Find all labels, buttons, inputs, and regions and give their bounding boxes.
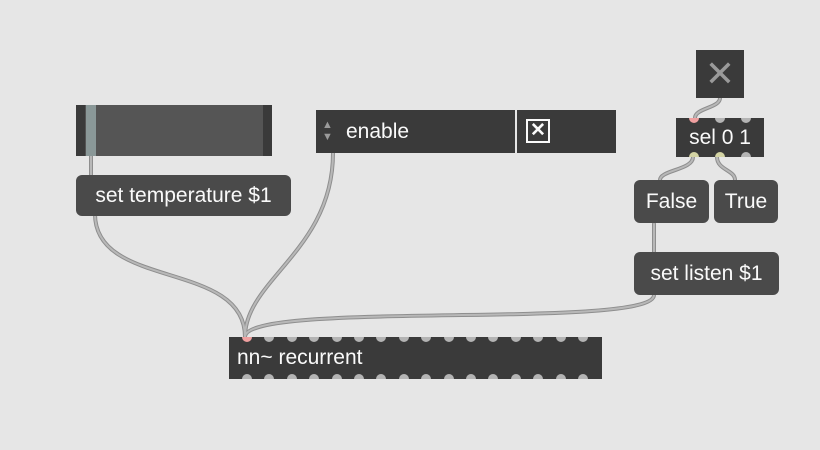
slider-knob[interactable] bbox=[86, 105, 96, 156]
nn-outlet-14[interactable] bbox=[533, 374, 544, 379]
sel-outlet-2[interactable] bbox=[715, 152, 725, 157]
temperature-slider[interactable] bbox=[76, 105, 272, 156]
nn-inlet-14[interactable] bbox=[533, 337, 544, 342]
nn-inlet-6[interactable] bbox=[354, 337, 364, 342]
nn-inlet-1[interactable] bbox=[242, 337, 252, 342]
close-x-icon: ✕ bbox=[704, 53, 736, 94]
message-true-label: True bbox=[724, 189, 768, 213]
nn-outlet-8[interactable] bbox=[398, 374, 409, 379]
nn-inlet-2[interactable] bbox=[264, 337, 275, 342]
nn-inlet-7[interactable] bbox=[376, 337, 387, 342]
enable-menu[interactable]: ▲▼ enable bbox=[316, 110, 515, 153]
nn-outlet-10[interactable] bbox=[443, 374, 454, 379]
cord-sel-to-false bbox=[658, 155, 695, 182]
message-false[interactable]: False bbox=[634, 180, 709, 223]
nn-inlet-16[interactable] bbox=[578, 337, 588, 342]
nn-inlet-11[interactable] bbox=[466, 337, 476, 342]
message-set-listen-label: set listen $1 bbox=[650, 261, 763, 285]
sel-inlet-middle[interactable] bbox=[715, 118, 725, 123]
sel-inlet-left[interactable] bbox=[689, 118, 699, 123]
nn-inlet-15[interactable] bbox=[555, 337, 566, 342]
nn-inlet-4[interactable] bbox=[309, 337, 320, 342]
nn-outlet-5[interactable] bbox=[331, 374, 342, 379]
nn-inlet-12[interactable] bbox=[488, 337, 499, 342]
enable-toggle[interactable]: ✕ bbox=[517, 110, 616, 153]
nn-outlet-16[interactable] bbox=[578, 374, 588, 379]
sel-inlet-right[interactable] bbox=[741, 118, 751, 123]
nn-outlet-1[interactable] bbox=[242, 374, 252, 379]
nn-outlet-13[interactable] bbox=[510, 374, 521, 379]
checked-box-icon: ✕ bbox=[526, 119, 550, 143]
nn-inlet-9[interactable] bbox=[421, 337, 432, 342]
nn-outlet-4[interactable] bbox=[309, 374, 320, 379]
up-down-arrows-icon: ▲▼ bbox=[322, 119, 333, 143]
nn-inlet-10[interactable] bbox=[443, 337, 454, 342]
bang-button[interactable]: ✕ bbox=[696, 50, 744, 98]
nn-outlet-3[interactable] bbox=[286, 374, 297, 379]
message-set-temperature[interactable]: set temperature $1 bbox=[76, 175, 291, 216]
nn-outlet-2[interactable] bbox=[264, 374, 275, 379]
enable-menu-label: enable bbox=[346, 119, 410, 143]
message-set-listen[interactable]: set listen $1 bbox=[634, 252, 779, 295]
nn-outlet-6[interactable] bbox=[354, 374, 364, 379]
nn-outlet-12[interactable] bbox=[488, 374, 499, 379]
nn-inlet-13[interactable] bbox=[510, 337, 521, 342]
sel-object-label: sel 0 1 bbox=[689, 125, 751, 149]
nn-recurrent-label: nn~ recurrent bbox=[237, 346, 363, 369]
nn-outlet-9[interactable] bbox=[421, 374, 432, 379]
message-set-temperature-label: set temperature $1 bbox=[95, 183, 272, 207]
nn-outlet-15[interactable] bbox=[555, 374, 566, 379]
nn-inlet-3[interactable] bbox=[286, 337, 297, 342]
sel-outlet-1[interactable] bbox=[689, 152, 699, 157]
sel-object[interactable]: sel 0 1 bbox=[676, 118, 764, 157]
nn-outlet-7[interactable] bbox=[376, 374, 387, 379]
nn-inlet-5[interactable] bbox=[331, 337, 342, 342]
message-true[interactable]: True bbox=[714, 180, 778, 223]
sel-outlet-3[interactable] bbox=[741, 152, 751, 157]
nn-outlet-11[interactable] bbox=[466, 374, 476, 379]
nn-recurrent-object[interactable]: nn~ recurrent bbox=[229, 337, 602, 379]
nn-inlet-8[interactable] bbox=[398, 337, 409, 342]
message-false-label: False bbox=[645, 189, 698, 213]
